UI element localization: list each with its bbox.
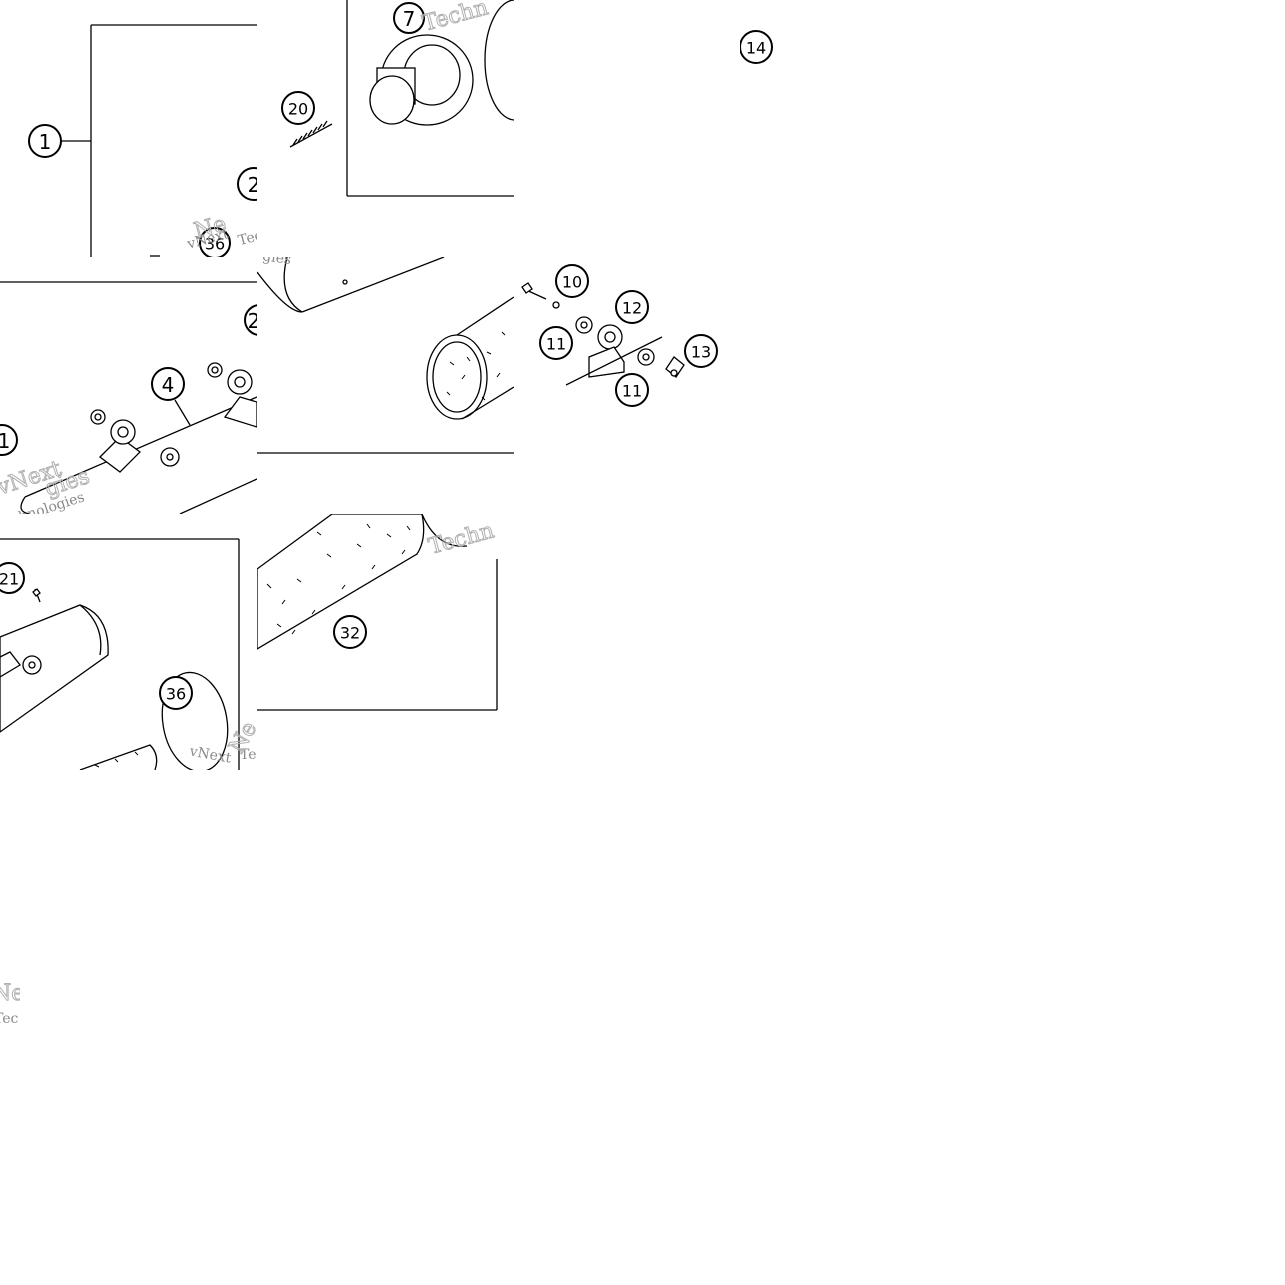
- frame-lines: [0, 538, 240, 770]
- svg-text:Ne: Ne: [0, 981, 20, 1006]
- svg-text:vNext: vNext: [187, 743, 232, 766]
- svg-text:11: 11: [622, 382, 642, 401]
- svg-text:13: 13: [691, 343, 711, 362]
- diagram-tile-middle-middle: gies: [257, 257, 514, 514]
- watermark: Ne vNext Tec: [185, 211, 257, 253]
- svg-text:2: 2: [248, 173, 257, 197]
- svg-text:21: 21: [0, 570, 19, 589]
- svg-text:32: 32: [340, 624, 360, 643]
- outer-shell: [257, 257, 445, 313]
- callout-4: 4: [151, 367, 191, 426]
- end-cap-part: [369, 0, 514, 126]
- svg-text:Tec: Tec: [240, 747, 257, 763]
- svg-text:2: 2: [248, 309, 257, 333]
- callout-1: 1: [28, 124, 62, 158]
- callout-2: 2: [237, 167, 257, 201]
- watermark: Techn: [426, 518, 498, 560]
- muffler-body: [20, 396, 257, 514]
- callout-1: 1: [0, 424, 18, 456]
- svg-text:12: 12: [622, 299, 642, 318]
- callout-11: 11: [615, 373, 649, 407]
- svg-text:1: 1: [0, 429, 10, 453]
- callout-14: 14: [740, 30, 773, 64]
- callout-12: 12: [615, 290, 649, 324]
- diagram-tile-top-left: 1 2 36 Ne vNext Tec: [0, 0, 257, 257]
- callout-11: 11: [539, 326, 573, 360]
- muffler-assembly: [0, 588, 158, 770]
- watermark: gies: [261, 257, 292, 268]
- svg-text:11: 11: [546, 335, 566, 354]
- svg-text:Techn: Techn: [426, 518, 497, 559]
- svg-text:Tec: Tec: [0, 1011, 19, 1027]
- frame-lines: [257, 559, 498, 711]
- grommet-parts: [565, 316, 663, 386]
- spring-part: [289, 120, 333, 148]
- packing-sleeve: [257, 514, 468, 650]
- callout-20: 20: [281, 91, 315, 125]
- mounting-bracket: [90, 362, 257, 473]
- svg-text:Tec: Tec: [237, 227, 257, 249]
- callout-32: 32: [333, 615, 367, 649]
- clip-part: [665, 356, 685, 378]
- diagram-tile-callout-14: 14: [740, 30, 780, 70]
- washer-small: [552, 301, 560, 309]
- watermark-fragment: Ne Tec: [0, 975, 20, 1030]
- assembly-bracket-lines: [62, 24, 257, 257]
- callout-10: 10: [555, 264, 589, 298]
- packing-insert: [426, 296, 514, 420]
- callout-36: 36: [159, 676, 193, 710]
- diagram-tile-bottom-left: 21 36 vNext Tec Ne: [0, 537, 257, 770]
- diagram-tile-top-middle: 20 7 Techn: [257, 0, 514, 257]
- diagram-tile-bottom-middle: 32 Techn: [257, 514, 514, 712]
- svg-text:14: 14: [746, 39, 766, 58]
- callout-13: 13: [684, 334, 718, 368]
- svg-text:20: 20: [288, 100, 308, 119]
- watermark: vNext gies echnologies: [0, 456, 93, 514]
- callout-21: 21: [0, 562, 25, 594]
- bolt-part: [521, 282, 547, 300]
- svg-text:36: 36: [166, 685, 186, 704]
- svg-text:Techn: Techn: [420, 0, 491, 37]
- svg-text:4: 4: [162, 373, 175, 397]
- callout-2: 2: [244, 304, 257, 336]
- inner-frame-lines: [346, 0, 514, 197]
- watermark: Techn: [420, 0, 492, 37]
- callout-7: 7: [393, 2, 425, 34]
- callout-36: 36: [199, 227, 231, 257]
- svg-text:1: 1: [39, 130, 52, 154]
- diagram-tile-middle-left: 4 2 1 vNext gies echnologies: [0, 257, 257, 514]
- svg-text:7: 7: [403, 7, 416, 31]
- svg-text:gies: gies: [261, 257, 292, 268]
- svg-text:36: 36: [205, 235, 225, 254]
- diagram-tile-fasteners: 10 12 11: [514, 257, 740, 417]
- svg-text:10: 10: [562, 273, 582, 292]
